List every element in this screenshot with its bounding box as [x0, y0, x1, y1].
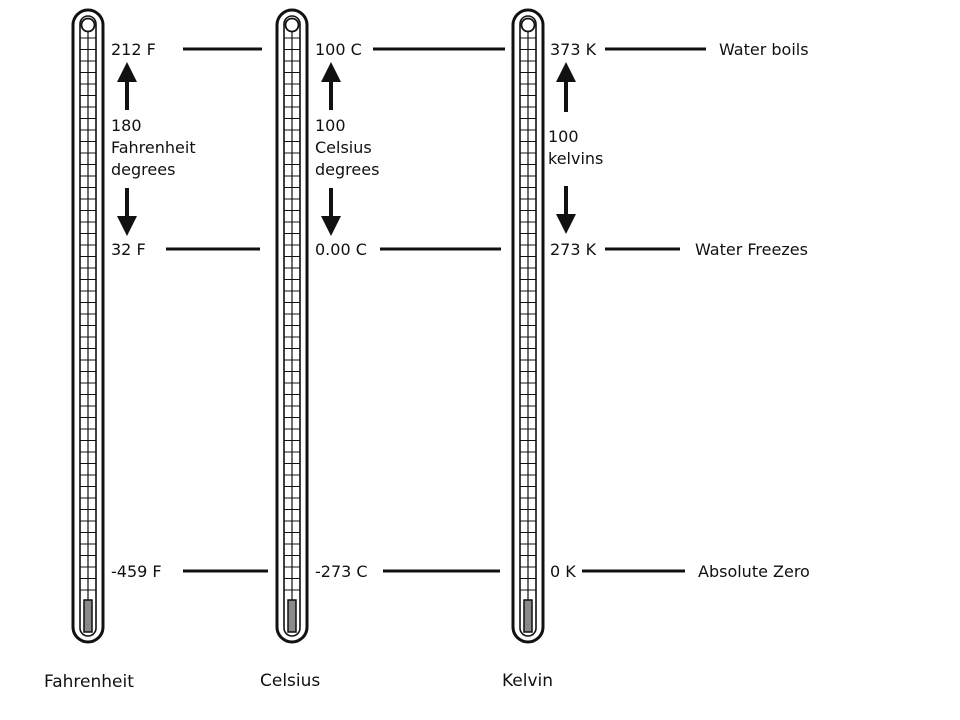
fahrenheit-absolute-zero-label: -459 F: [111, 562, 162, 581]
arrow-down-head-fahrenheit: [117, 216, 137, 236]
celsius-absolute-zero-label: -273 C: [315, 562, 368, 581]
reference-point-labels: Water boils Water Freezes Absolute Zero: [695, 40, 810, 581]
kelvin-interval-line-1: 100: [548, 127, 579, 146]
thermometer-celsius: [275, 8, 309, 644]
celsius-freezing-label: 0.00 C: [315, 240, 367, 259]
celsius-interval-line-3: degrees: [315, 160, 379, 179]
kelvin-boiling-label: 373 K: [550, 40, 597, 59]
interval-arrows: [117, 62, 576, 236]
kelvin-scale-name: Kelvin: [502, 671, 553, 691]
mercury-bulb: [523, 599, 533, 633]
scale-labels: 212 F 32 F -459 F 180 Fahrenheit degrees…: [111, 40, 603, 581]
mercury-bulb: [83, 599, 93, 633]
fahrenheit-boiling-label: 212 F: [111, 40, 156, 59]
thermometer-fahrenheit: [71, 8, 105, 644]
fahrenheit-scale-name: Fahrenheit: [44, 672, 134, 692]
arrow-down-head-kelvin: [556, 214, 576, 234]
absolute-zero-label: Absolute Zero: [698, 562, 810, 581]
arrow-up-head-fahrenheit: [117, 62, 137, 82]
arrow-up-head-kelvin: [556, 62, 576, 82]
kelvin-freezing-label: 273 K: [550, 240, 597, 259]
fahrenheit-interval-line-2: Fahrenheit: [111, 138, 196, 157]
water-boils-label: Water boils: [719, 40, 809, 59]
arrow-down-head-celsius: [321, 216, 341, 236]
mercury-bulb: [287, 599, 297, 633]
fahrenheit-interval-line-3: degrees: [111, 160, 175, 179]
arrow-up-head-celsius: [321, 62, 341, 82]
kelvin-absolute-zero-label: 0 K: [550, 562, 576, 581]
water-freezes-label: Water Freezes: [695, 240, 808, 259]
kelvin-interval-line-2: kelvins: [548, 149, 603, 168]
scale-names: Fahrenheit Celsius Kelvin: [44, 671, 553, 692]
thermometer-kelvin: [511, 8, 545, 644]
reference-lines: [166, 47, 706, 573]
celsius-scale-name: Celsius: [260, 671, 320, 691]
celsius-interval-line-1: 100: [315, 116, 346, 135]
celsius-boiling-label: 100 C: [315, 40, 362, 59]
fahrenheit-interval-line-1: 180: [111, 116, 142, 135]
fahrenheit-freezing-label: 32 F: [111, 240, 146, 259]
celsius-interval-line-2: Celsius: [315, 138, 372, 157]
